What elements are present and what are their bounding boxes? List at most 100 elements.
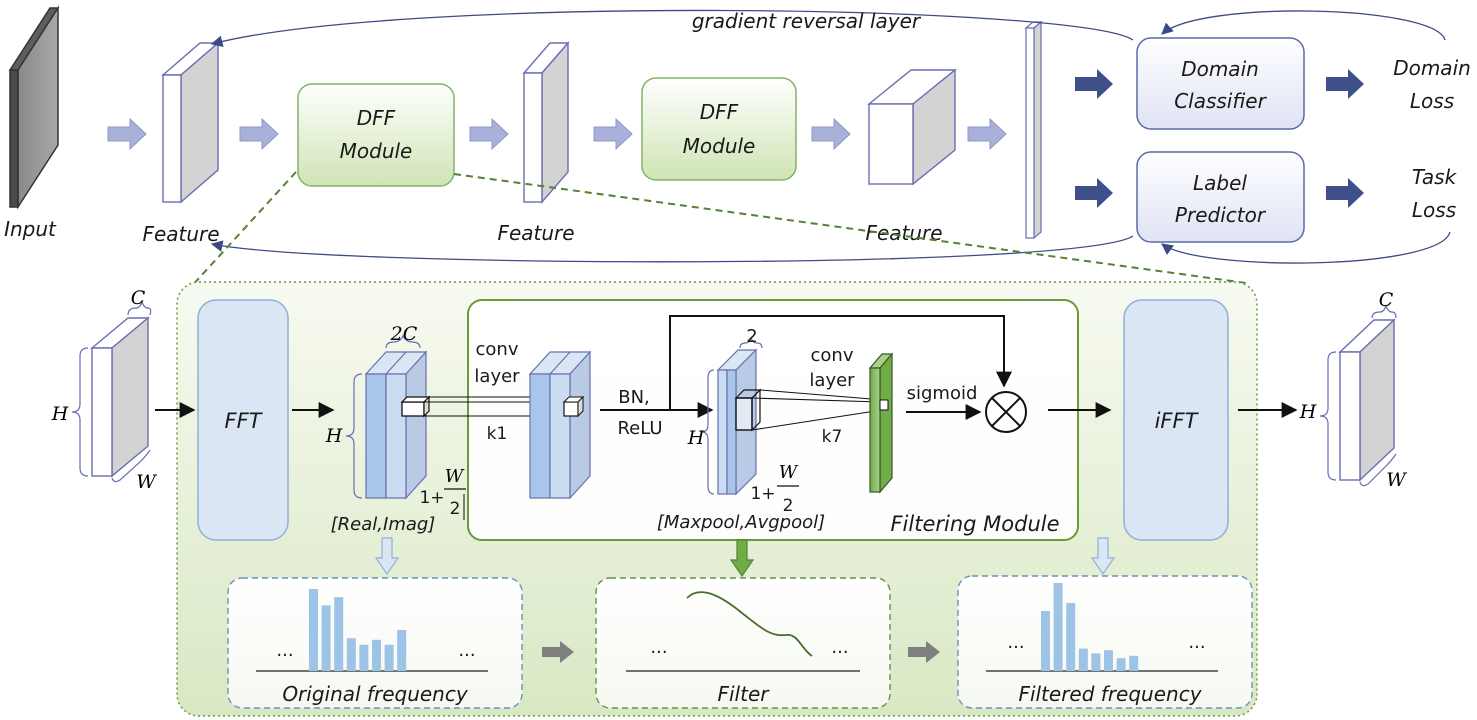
original-frequency-label: Original frequency	[282, 682, 469, 706]
feature-slab-1	[161, 41, 220, 204]
attention-map-slab	[868, 352, 894, 494]
filtered-bar-4	[1078, 648, 1088, 671]
task-backprop-curve	[210, 235, 1134, 263]
dff-module-1: DFF Module	[297, 83, 455, 187]
down-arrow-original	[374, 537, 400, 576]
skip-connection	[669, 315, 1012, 410]
flow-arrow-3	[469, 117, 509, 151]
bn-line2: ReLU	[617, 418, 662, 439]
detail-input-c-brace	[127, 300, 152, 316]
pool-2: 2	[746, 326, 757, 347]
detail-input-h: H	[51, 403, 69, 425]
filter-ellipsis-left: ...	[650, 637, 667, 658]
maxavg-label: [Maxpool,Avgpool]	[657, 512, 825, 533]
task-loss-line2: Loss	[1412, 198, 1456, 222]
task-loss-line1: Task	[1412, 165, 1458, 189]
filtered-ellipsis-right: ...	[1188, 632, 1205, 653]
pool-w-num: W	[779, 462, 799, 483]
sigmoid-label: sigmoid	[907, 383, 978, 404]
feature-cube-3	[867, 68, 957, 186]
output-h: H	[1299, 401, 1317, 423]
ifft-label: iFFT	[1155, 409, 1200, 433]
dff2-line2: Module	[683, 134, 756, 158]
filtering-module-label: Filtering Module	[890, 512, 1059, 536]
filtered-bar-5	[1091, 653, 1101, 671]
feature-vector	[1024, 20, 1043, 240]
spectrum-h-brace	[345, 373, 363, 499]
original-bar-5	[359, 644, 369, 671]
k1-label: k1	[487, 424, 508, 444]
output-w: W	[1386, 469, 1407, 491]
filtered-ellipsis-left: ...	[1007, 632, 1024, 653]
down-arrow-filtered	[1090, 537, 1116, 576]
ifft-block: iFFT	[1123, 299, 1229, 541]
filtered-bar-3	[1066, 603, 1076, 671]
projection-line-4	[759, 389, 885, 401]
original-frequency-bars	[309, 589, 407, 671]
arrow-to-domain-classifier	[1075, 69, 1113, 99]
multiply-icon	[985, 391, 1027, 433]
dff1-line1: DFF	[357, 106, 396, 130]
output-slab	[1338, 318, 1396, 482]
arrow-to-domain-loss	[1326, 69, 1364, 99]
spectrum-slab	[364, 350, 428, 500]
output-w-brace	[1359, 453, 1397, 487]
dff1-line2: Module	[340, 139, 413, 163]
zoom-line-left	[189, 171, 297, 289]
k7-label: k7	[822, 427, 843, 447]
panel-arrow-1	[542, 641, 574, 663]
attention-cell	[879, 399, 889, 411]
filter-curve	[686, 591, 813, 657]
down-arrow-filter	[729, 539, 755, 578]
input-label: Input	[4, 217, 57, 241]
filtered-frequency-bars	[1041, 583, 1139, 671]
fft-block: FFT	[197, 299, 289, 541]
feature-label-2: Feature	[497, 221, 574, 245]
conv1-line1: conv	[476, 339, 519, 360]
input-slab	[8, 5, 60, 210]
fft-label: FFT	[225, 409, 264, 433]
flow-arrow-6	[967, 117, 1007, 151]
original-bar-1	[309, 589, 318, 671]
real-imag-label: [Real,Imag]	[331, 514, 436, 535]
filtering-module-box	[467, 299, 1079, 541]
filtered-bar-2	[1053, 583, 1063, 671]
feature-label-1: Feature	[142, 222, 219, 246]
original-bar-2	[321, 605, 331, 671]
flow-arrow-1	[107, 117, 147, 151]
filter-label: Filter	[718, 682, 771, 706]
projection-line-6	[751, 397, 881, 403]
original-ellipsis-left: ...	[276, 640, 293, 661]
filtered-bar-6	[1104, 650, 1113, 671]
spectrum-2c: 2C	[390, 323, 418, 345]
output-c-brace	[1371, 304, 1397, 319]
arrow-to-task-loss	[1326, 178, 1364, 208]
conv2-line2: layer	[809, 370, 855, 391]
spectrum-h: H	[325, 425, 343, 447]
flow-arrow-2	[239, 117, 279, 151]
filtered-frequency-label: Filtered frequency	[1018, 682, 1202, 706]
original-frequency-panel: ... ... Original frequency	[227, 577, 523, 709]
original-bar-4	[346, 638, 356, 671]
panel-arrow-2	[908, 641, 940, 663]
filtered-frequency-panel: ... ... Filtered frequency	[957, 575, 1253, 709]
spectrum-w-num: W	[445, 466, 465, 487]
detail-input-w: W	[136, 471, 157, 493]
bn-line1: BN,	[618, 387, 650, 408]
domain-loss-line2: Loss	[1410, 89, 1454, 113]
spectrum-2c-brace	[385, 334, 421, 349]
grl-label: gradient reversal layer	[692, 9, 922, 33]
grl-backprop-curve	[210, 9, 1134, 48]
original-bar-6	[372, 639, 381, 671]
label-predictor-line1: Label	[1193, 171, 1247, 195]
domain-classifier-box: Domain Classifier	[1136, 37, 1305, 130]
pool-h: H	[687, 427, 705, 449]
flow-arrow-5	[811, 117, 851, 151]
domain-loss-line1: Domain	[1393, 56, 1471, 80]
flow-arrow-4	[593, 117, 633, 151]
conv2-line1: conv	[811, 345, 854, 366]
filtered-bar-8	[1129, 655, 1139, 671]
detail-input-w-brace	[111, 449, 151, 483]
pool-h-brace	[701, 369, 715, 495]
